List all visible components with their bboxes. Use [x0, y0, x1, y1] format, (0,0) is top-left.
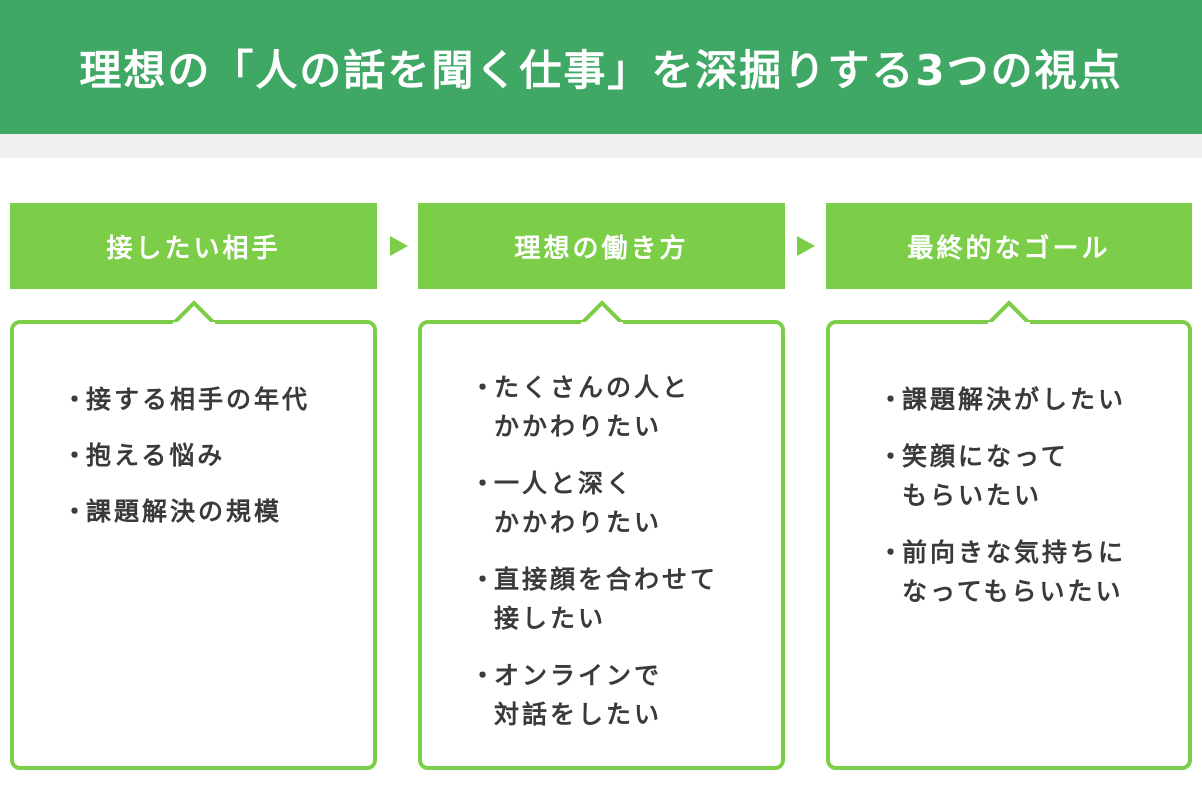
column-header-label: 最終的なゴール — [907, 233, 1111, 264]
list-item: ・課題解決がしたい — [878, 380, 1172, 419]
bullet-list: ・課題解決がしたい ・笑顔になって もらいたい ・前向きな気持ちに なってもらい… — [878, 380, 1172, 629]
page-title: 理想の「人の話を聞く仕事」を深掘りする3つの視点 — [79, 45, 1123, 95]
bullet-dot: ・ — [878, 442, 907, 471]
column-header-partner: 接したい相手 — [10, 203, 377, 289]
column-header-workstyle: 理想の働き方 — [418, 203, 785, 289]
bullet-dot: ・ — [878, 538, 907, 567]
pointer-notch — [580, 300, 623, 324]
bullet-dot: ・ — [470, 373, 499, 402]
column-box-goal: ・課題解決がしたい ・笑顔になって もらいたい ・前向きな気持ちに なってもらい… — [826, 300, 1192, 770]
list-item: ・たくさんの人と かかわりたい — [470, 368, 765, 446]
list-item-text: 一人と深く かかわりたい — [494, 469, 663, 537]
column-box-partner: ・接する相手の年代 ・抱える悩み ・課題解決の規模 — [10, 300, 377, 770]
list-item-text: 課題解決がしたい — [902, 385, 1127, 414]
list-item: ・課題解決の規模 — [62, 492, 357, 531]
column-header-label: 理想の働き方 — [514, 233, 689, 264]
list-item: ・接する相手の年代 — [62, 380, 357, 419]
bullet-dot: ・ — [62, 441, 91, 470]
list-item: ・前向きな気持ちに なってもらいたい — [878, 533, 1172, 611]
title-banner: 理想の「人の話を聞く仕事」を深掘りする3つの視点 — [0, 0, 1202, 134]
list-item-text: 抱える悩み — [86, 441, 226, 470]
list-item-text: オンラインで 対話をしたい — [494, 661, 663, 729]
divider-band — [0, 134, 1202, 158]
arrow-right-icon — [797, 236, 815, 256]
list-item: ・一人と深く かかわりたい — [470, 464, 765, 542]
arrow-right-icon — [390, 236, 408, 256]
list-item-text: 課題解決の規模 — [86, 497, 283, 526]
bullet-dot: ・ — [470, 661, 499, 690]
list-item-text: 接する相手の年代 — [86, 385, 311, 414]
bullet-list: ・接する相手の年代 ・抱える悩み ・課題解決の規模 — [62, 380, 357, 548]
bullet-dot: ・ — [470, 565, 499, 594]
pointer-notch — [172, 300, 215, 324]
bullet-list: ・たくさんの人と かかわりたい ・一人と深く かかわりたい ・直接顔を合わせて … — [470, 368, 765, 752]
bullet-dot: ・ — [470, 469, 499, 498]
list-item-text: 笑顔になって もらいたい — [902, 442, 1069, 510]
list-item-text: 前向きな気持ちに なってもらいたい — [902, 538, 1127, 606]
bullet-dot: ・ — [878, 385, 907, 414]
list-item: ・直接顔を合わせて 接したい — [470, 560, 765, 638]
list-item: ・笑顔になって もらいたい — [878, 437, 1172, 515]
pointer-notch — [988, 300, 1030, 324]
column-header-goal: 最終的なゴール — [826, 203, 1192, 289]
list-item: ・抱える悩み — [62, 436, 357, 475]
list-item-text: 直接顔を合わせて 接したい — [494, 565, 719, 633]
column-box-workstyle: ・たくさんの人と かかわりたい ・一人と深く かかわりたい ・直接顔を合わせて … — [418, 300, 785, 770]
column-header-label: 接したい相手 — [106, 233, 281, 264]
list-item: ・オンラインで 対話をしたい — [470, 656, 765, 734]
list-item-text: たくさんの人と かかわりたい — [494, 373, 691, 441]
bullet-dot: ・ — [62, 497, 91, 526]
bullet-dot: ・ — [62, 385, 91, 414]
